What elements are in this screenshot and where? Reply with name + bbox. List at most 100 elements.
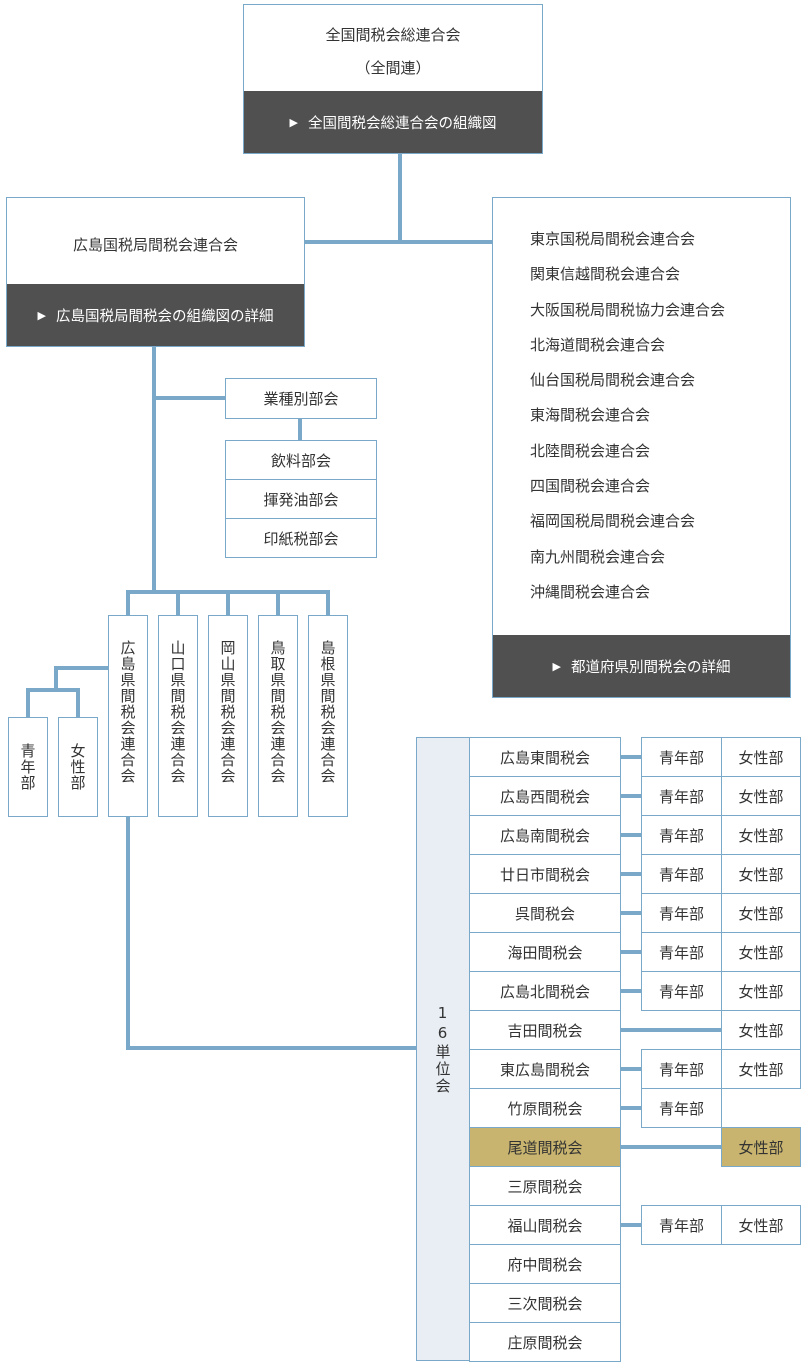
bureau-item: 四国間税会連合会 (530, 477, 651, 496)
play-triangle-icon: ▶ (552, 659, 561, 673)
industry-section-label: 印紙税部会 (263, 529, 339, 548)
connector (176, 590, 180, 616)
prefecture-details-link[interactable]: ▶ 都道府県別間税会の詳細 (493, 635, 790, 697)
unit-youth-cell: 青年部 (641, 971, 722, 1011)
hiroshima-org-chart-link[interactable]: ▶ 広島国税局間税会の組織図の詳細 (7, 284, 304, 346)
bureau-item: 南九州間税会連合会 (530, 547, 666, 566)
prefecture-label: 島根県間税会連合会 (318, 640, 337, 784)
unit-name-cell: 廿日市間税会 (469, 854, 621, 894)
prefecture-label: 山口県間税会連合会 (168, 640, 187, 784)
play-triangle-icon: ▶ (289, 115, 298, 129)
other-bureaus-box: 東京国税局間税会連合会関東信越間税会連合会大阪国税局間税協力会連合会北海道間税会… (492, 197, 791, 698)
national-org-chart-link-label: 全国間税会総連合会の組織図 (307, 115, 497, 132)
unit-name-cell: 庄原間税会 (469, 1322, 621, 1362)
bureau-item: 仙台国税局間税会連合会 (530, 371, 696, 390)
bureau-item: 東京国税局間税会連合会 (530, 230, 696, 248)
connector (398, 152, 402, 242)
connector (621, 911, 641, 915)
unit-name-cell: 福山間税会 (469, 1205, 621, 1245)
prefecture-youth-label: 青年部 (18, 743, 37, 791)
bureau-list: 東京国税局間税会連合会関東信越間税会連合会大阪国税局間税協力会連合会北海道間税会… (530, 222, 725, 610)
connector (621, 794, 641, 798)
industry-committee-box: 業種別部会 (225, 378, 377, 419)
prefecture-details-link-label: 都道府県別間税会の詳細 (570, 659, 731, 676)
connector (621, 1106, 641, 1110)
prefecture-box: 島根県間税会連合会 (308, 615, 348, 817)
industry-section-label: 飲料部会 (270, 451, 331, 470)
connector (152, 346, 156, 594)
unit-women-cell: 女性部 (721, 815, 801, 855)
unit-women-cell: 女性部 (721, 1010, 801, 1050)
connector (26, 688, 30, 718)
prefecture-label: 鳥取県間税会連合会 (268, 640, 287, 784)
play-triangle-icon: ▶ (37, 308, 46, 322)
unit-name-cell: 三原間税会 (469, 1166, 621, 1206)
connector (621, 833, 641, 837)
hiroshima-bureau-title: 広島国税局間税会連合会 (72, 236, 238, 254)
connector (126, 590, 130, 616)
industry-section-box: 飲料部会 (225, 440, 377, 480)
connector (621, 1223, 641, 1227)
bureau-item: 北陸間税会連合会 (530, 441, 651, 460)
units-label-box: 16単位会 (416, 737, 470, 1361)
unit-name-cell: 竹原間税会 (469, 1088, 621, 1128)
prefecture-box: 岡山県間税会連合会 (208, 615, 248, 817)
connector (152, 396, 226, 400)
hiroshima-org-chart-link-label: 広島国税局間税会の組織図の詳細 (55, 308, 274, 325)
industry-section-box: 揮発油部会 (225, 479, 377, 519)
connector (126, 816, 130, 1050)
industry-section-label: 揮発油部会 (263, 490, 339, 509)
connector (621, 1028, 721, 1032)
unit-name-cell: 呉間税会 (469, 893, 621, 933)
connector (298, 418, 302, 440)
connector (621, 755, 641, 759)
unit-youth-cell: 青年部 (641, 815, 722, 855)
connector (621, 989, 641, 993)
unit-name-cell: 吉田間税会 (469, 1010, 621, 1050)
prefecture-label: 広島県間税会連合会 (118, 640, 137, 784)
national-org-chart-link[interactable]: ▶ 全国間税会総連合会の組織図 (244, 91, 542, 153)
connector (621, 1145, 721, 1149)
unit-youth-cell: 青年部 (641, 893, 722, 933)
connector (54, 666, 108, 670)
national-federation-subtitle: （全間連） (355, 59, 431, 77)
connector (621, 872, 641, 876)
unit-name-cell: 広島西間税会 (469, 776, 621, 816)
unit-name-cell: 広島北間税会 (469, 971, 621, 1011)
unit-youth-cell: 青年部 (641, 1205, 722, 1245)
unit-women-cell: 女性部 (721, 1127, 801, 1167)
unit-name-cell: 海田間税会 (469, 932, 621, 972)
connector (26, 688, 80, 692)
unit-name-cell: 東広島間税会 (469, 1049, 621, 1089)
unit-name-cell: 広島東間税会 (469, 737, 621, 777)
unit-women-cell: 女性部 (721, 1049, 801, 1089)
unit-youth-cell: 青年部 (641, 776, 722, 816)
prefecture-women-box: 女性部 (58, 717, 98, 817)
prefecture-box: 鳥取県間税会連合会 (258, 615, 298, 817)
bureau-item: 東海間税会連合会 (530, 406, 651, 425)
unit-women-cell: 女性部 (721, 776, 801, 816)
prefecture-women-label: 女性部 (68, 743, 87, 791)
connector (126, 1046, 418, 1050)
units-label: 16単位会 (433, 1003, 452, 1095)
connector (326, 590, 330, 616)
unit-name-cell: 広島南間税会 (469, 815, 621, 855)
unit-women-cell: 女性部 (721, 1205, 801, 1245)
unit-name-cell: 三次間税会 (469, 1283, 621, 1323)
connector (621, 1067, 641, 1071)
connector (621, 950, 641, 954)
prefecture-label: 岡山県間税会連合会 (218, 640, 237, 784)
prefecture-box: 広島県間税会連合会 (108, 615, 148, 817)
prefecture-box: 山口県間税会連合会 (158, 615, 198, 817)
unit-women-cell: 女性部 (721, 932, 801, 972)
industry-section-box: 印紙税部会 (225, 518, 377, 558)
connector (76, 688, 80, 718)
unit-women-cell: 女性部 (721, 893, 801, 933)
connector (276, 590, 280, 616)
unit-name-cell: 尾道間税会 (469, 1127, 621, 1167)
unit-youth-cell: 青年部 (641, 737, 722, 777)
connector (226, 590, 230, 616)
bureau-item: 沖縄間税会連合会 (530, 582, 651, 601)
national-federation-title: 全国間税会総連合会 (325, 26, 461, 44)
industry-committee-title: 業種別部会 (263, 390, 339, 408)
